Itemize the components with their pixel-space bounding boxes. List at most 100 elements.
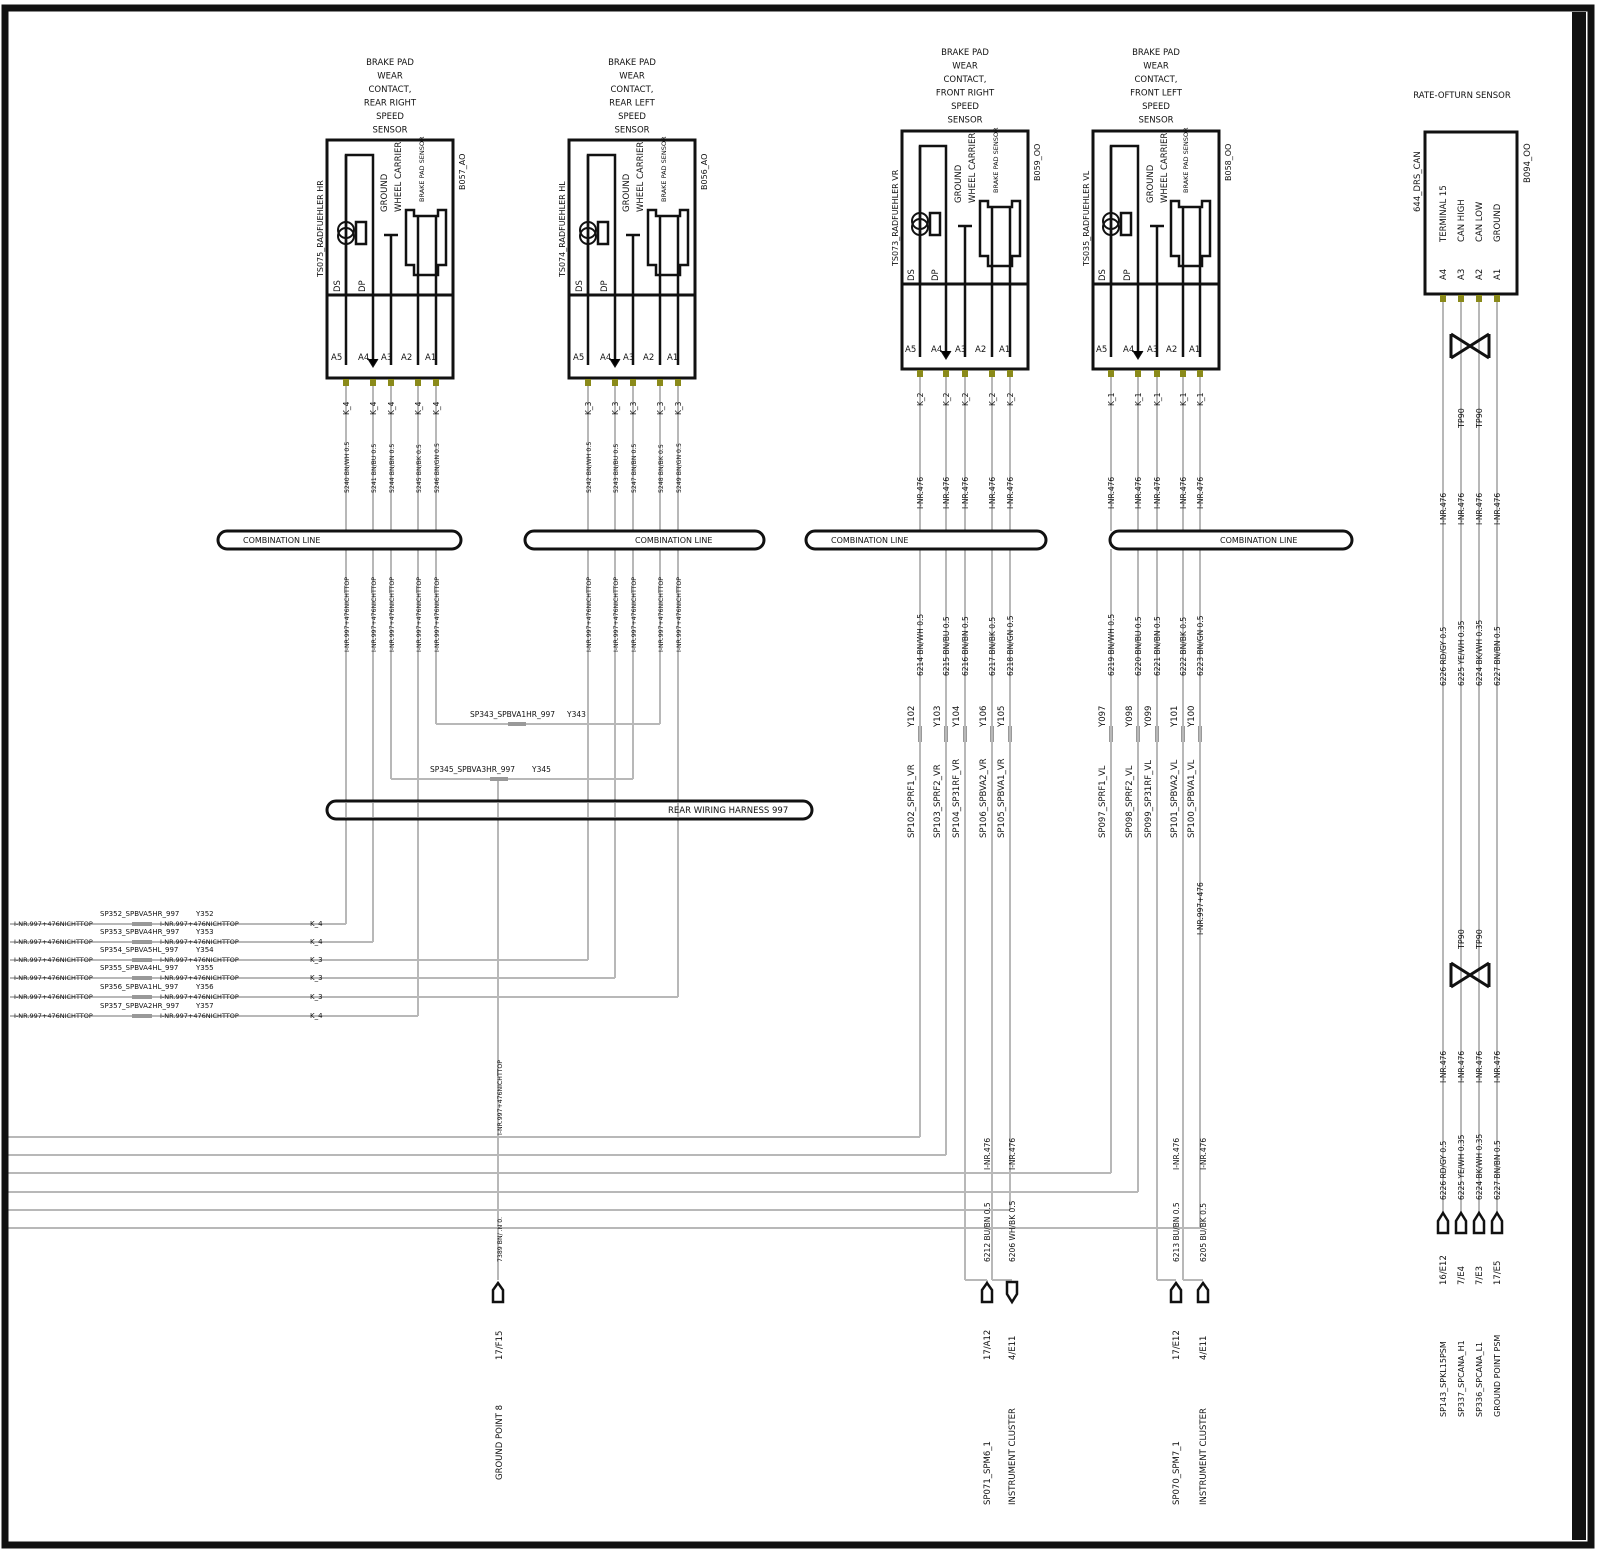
- component-id: B059_OO: [1033, 144, 1042, 181]
- component-title: WEAR: [619, 72, 645, 82]
- pin-function-label: BRAKE PAD SENSOR: [992, 127, 1000, 193]
- connector-arrow-icon: [1436, 1210, 1450, 1235]
- pin-stud: [943, 370, 949, 377]
- pin-function-label: CAN HIGH: [1457, 199, 1467, 242]
- speed-sensor-loop: [586, 153, 617, 363]
- destination-label: INSTRUMENT CLUSTER: [1199, 1408, 1209, 1505]
- splice-label: Y098: [1125, 706, 1135, 728]
- wire-label: I-NR.476: [1179, 477, 1188, 509]
- wire-label: 6220 BN/BU 0.5: [1134, 616, 1143, 676]
- connector-arrow-icon: [1196, 1280, 1210, 1304]
- component-title: SENSOR: [947, 116, 982, 126]
- combination-line-label: COMBINATION LINE: [635, 536, 712, 545]
- pin-stud: [917, 370, 923, 377]
- wire-label: I-NR.997+476NICHTTOP: [613, 577, 620, 652]
- pin-label: A1: [999, 345, 1010, 355]
- component-title: BRAKE PAD: [941, 48, 989, 58]
- connector-cover-label: K_4: [369, 401, 378, 415]
- wire-label: I-NR.997+476NICHTTOP: [676, 577, 683, 652]
- component-title: WEAR: [377, 72, 403, 82]
- splice-label: SP100_SPBVA1_VL: [1187, 759, 1197, 838]
- pin-label: A2: [975, 345, 986, 355]
- connector-cover-label: K_4: [342, 401, 351, 415]
- wire-label: I-NR.997+476NICHTTOP: [14, 1012, 93, 1020]
- splice-label: Y345: [531, 765, 551, 774]
- component-title: SENSOR: [372, 126, 407, 136]
- wire-label: 6224 BK/WH 0.35: [1475, 1134, 1484, 1200]
- splice-label: SP352_SPBVA5HR_997: [100, 910, 179, 918]
- wire-label: I-NR.997+476NICHTTOP: [586, 577, 593, 652]
- splice-label: SP102_SPRF1_VR: [907, 764, 917, 838]
- connector-cover-label: K_3: [674, 401, 683, 415]
- wire-label: I-NR.997+476NICHTTOP: [160, 974, 239, 982]
- pin-function-label: CAN LOW: [1475, 201, 1485, 242]
- wire-label: I-NR.997+476NICHTTOP: [14, 920, 93, 928]
- wire-label: I-NR.997+476: [1196, 882, 1205, 935]
- splice-mark: [132, 976, 152, 980]
- component-title: FRONT LEFT: [1130, 89, 1183, 99]
- component-id: B094_OO: [1523, 143, 1533, 183]
- connector-cover-label: K_1: [1107, 392, 1116, 406]
- component-box-b094: [1423, 130, 1519, 296]
- page-frame-right-edge: [1572, 12, 1586, 1540]
- component-title: CONTACT,: [943, 75, 986, 85]
- pin-stud: [1476, 295, 1482, 302]
- pin-function-label: TERMINAL 15: [1439, 185, 1449, 243]
- wire-label: I-NR.476: [1457, 493, 1466, 525]
- component-title: FRONT RIGHT: [936, 89, 995, 99]
- component-ref-label: 644_DRS_CAN: [1413, 151, 1423, 212]
- pin-function-label: WHEEL CARRIER: [968, 133, 978, 203]
- pin-label: A4: [600, 353, 611, 363]
- ds-label: DS: [575, 280, 585, 292]
- pin-stud: [1494, 295, 1500, 302]
- speed-sensor-loop: [918, 144, 948, 355]
- pin-label: A2: [401, 353, 412, 363]
- wire-label: I-NR.476: [1475, 493, 1484, 525]
- wire-label: I-NR.997+476NICHTTOP: [160, 993, 239, 1001]
- dp-label: DP: [358, 280, 368, 292]
- connector-cover-label: K_3: [656, 401, 665, 415]
- connector-cover-label: K_1: [1179, 392, 1188, 406]
- component-id: B058_OO: [1224, 144, 1233, 181]
- brake-pad-icon: [978, 199, 1022, 268]
- combination-line-band: [1108, 529, 1354, 551]
- splice-label: Y097: [1098, 706, 1108, 728]
- combination-line-band: [523, 529, 766, 551]
- combination-line-band: [804, 529, 1048, 551]
- twisted-pair-icon: [1450, 332, 1490, 360]
- combination-line-label: COMBINATION LINE: [831, 536, 908, 545]
- wire-label: 7389 BN/ .N 0.: [497, 1217, 504, 1262]
- connector-cover-label: K_1: [1134, 392, 1143, 406]
- wire-label: I-NR.476: [983, 1138, 992, 1170]
- twisted-pair-icon: [1450, 961, 1490, 989]
- magnet-icon: [596, 220, 610, 246]
- speed-sensor-loop: [344, 153, 375, 363]
- pin-label: A5: [1096, 345, 1107, 355]
- reference-label: 4/E11: [1199, 1336, 1209, 1360]
- pin-function-label: WHEEL CARRIER: [394, 142, 404, 212]
- wire-label: 6224 BK/WH 0.35: [1475, 620, 1484, 686]
- component-title: REAR RIGHT: [364, 99, 417, 109]
- wire-label: I-NR.476: [1006, 477, 1015, 509]
- pin-stud: [585, 379, 591, 386]
- splice-mark: [132, 922, 152, 926]
- pin-function-label: BRAKE PAD SENSOR: [418, 136, 426, 202]
- reference-label: 17/F15: [495, 1331, 505, 1360]
- pin-label: A2: [643, 353, 654, 363]
- pin-label: A3: [955, 345, 966, 355]
- wire-label: 6223 BN/GN 0.5: [1196, 615, 1205, 676]
- wire-label: I-NR.476: [1107, 477, 1116, 509]
- wire-label: 5248 BN/BK 0.5: [658, 444, 665, 493]
- splice-label: SP104_SP31RF_VR: [952, 759, 962, 838]
- splice-label: Y105: [997, 706, 1007, 728]
- wire-label: I-NR.997+476NICHTTOP: [497, 1060, 504, 1135]
- component-ref-label: TS074_RADFUEHLER HL: [558, 181, 567, 278]
- connector-cover-label: K_3: [310, 993, 323, 1001]
- wire-label: 6226 RD/GY 0.5: [1439, 1140, 1448, 1200]
- pin-label: A1: [1189, 345, 1200, 355]
- splice-label: SP356_SPBVA1HL_997: [100, 983, 178, 991]
- pin-label: A5: [905, 345, 916, 355]
- connector-cover-label: K_3: [310, 956, 323, 964]
- wire-label: 6206 WH/BK 0.5: [1008, 1200, 1017, 1262]
